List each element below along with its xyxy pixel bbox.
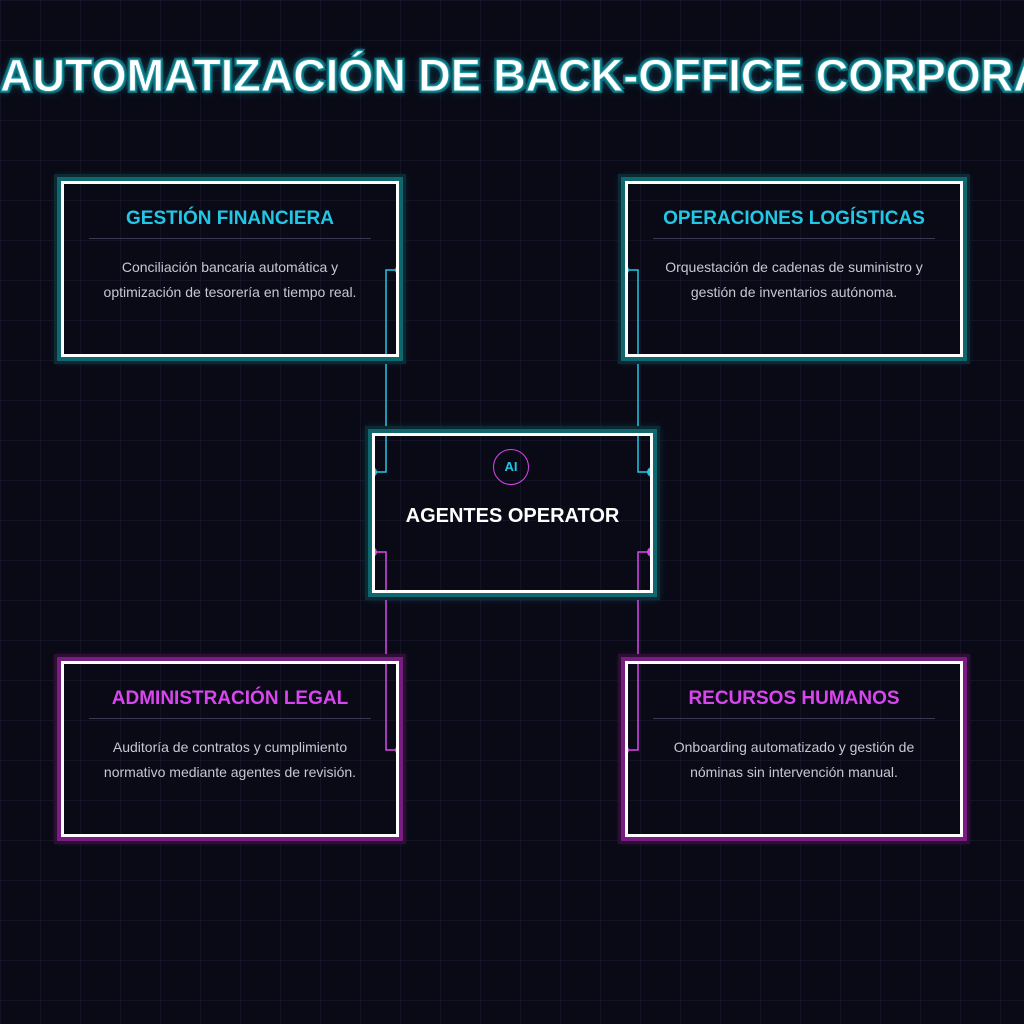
card-title: OPERACIONES LOGÍSTICAS [653, 208, 935, 239]
card-hr: RECURSOS HUMANOS Onboarding automatizado… [625, 661, 963, 837]
page-title: AUTOMATIZACIÓN DE BACK-OFFICE CORPORATIV… [0, 50, 1024, 102]
card-title: ADMINISTRACIÓN LEGAL [89, 688, 371, 719]
card-title: GESTIÓN FINANCIERA [89, 208, 371, 239]
card-description: Auditoría de contratos y cumplimiento no… [103, 739, 357, 780]
card-description: Onboarding automatizado y gestión de nóm… [673, 739, 915, 780]
central-hub-label: AGENTES OPERATOR [405, 505, 620, 527]
card-description: Conciliación bancaria automática y optim… [103, 259, 357, 300]
central-hub-card: AI AGENTES OPERATOR [372, 433, 653, 593]
card-legal: ADMINISTRACIÓN LEGAL Auditoría de contra… [61, 661, 399, 837]
card-title: RECURSOS HUMANOS [653, 688, 935, 719]
card-description: Orquestación de cadenas de suministro y … [665, 259, 923, 300]
ai-badge-icon: AI [493, 449, 529, 485]
card-finance: GESTIÓN FINANCIERA Conciliación bancaria… [61, 181, 399, 357]
card-logistics: OPERACIONES LOGÍSTICAS Orquestación de c… [625, 181, 963, 357]
